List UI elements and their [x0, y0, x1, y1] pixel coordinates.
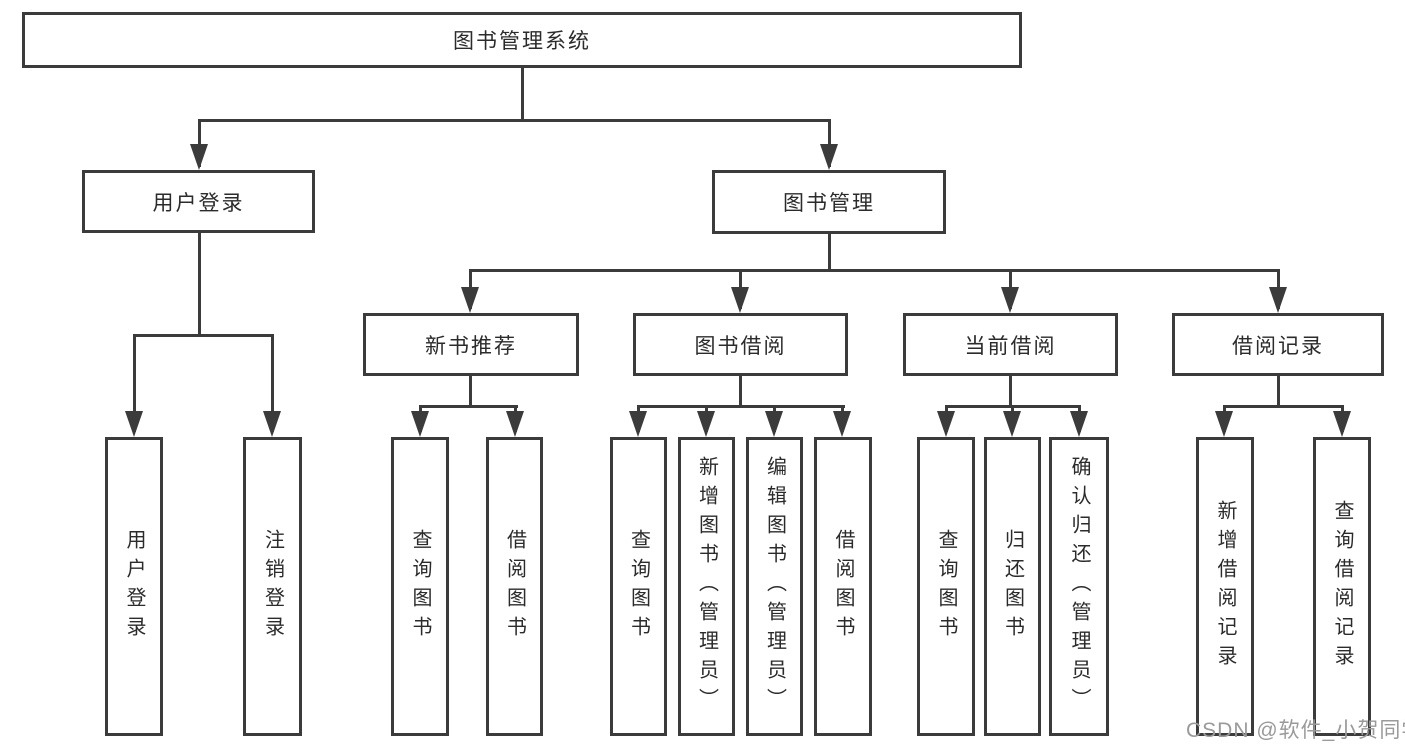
leaf-cb-query-books: 查询图书 [917, 437, 975, 736]
connector-book-rail [469, 269, 1280, 272]
node-book-mgmt: 图书管理 [712, 170, 946, 234]
arrow-to-borrow-records [1269, 287, 1287, 313]
arrow-to-cb-query [937, 411, 955, 437]
connector-shaft-logout [271, 334, 274, 432]
arrow-to-bb-query [629, 411, 647, 437]
leaf-cb-confirm-return-admin: 确认归还（管理员） [1049, 437, 1109, 736]
arrow-to-logout [263, 411, 281, 437]
arrow-to-cb-confirm [1070, 411, 1088, 437]
leaf-nb-borrow-books: 借阅图书 [486, 437, 543, 736]
arrow-to-user-login [190, 144, 208, 170]
arrow-to-bb-edit [765, 411, 783, 437]
arrow-to-current-borrow [1001, 287, 1019, 313]
connector-new-books-rail [419, 405, 518, 408]
leaf-bb-borrow-books: 借阅图书 [814, 437, 872, 736]
connector-root-rail [198, 119, 831, 122]
arrow-to-book-mgmt [820, 144, 838, 170]
node-new-books: 新书推荐 [363, 313, 579, 376]
node-current-borrow: 当前借阅 [903, 313, 1118, 376]
leaf-bb-edit-books-admin: 编辑图书（管理员） [746, 437, 803, 736]
leaf-br-add-record: 新增借阅记录 [1196, 437, 1254, 736]
leaf-cb-return-books: 归还图书 [984, 437, 1041, 736]
connector-book-borrow-rail [637, 405, 845, 408]
arrow-to-nb-query [411, 411, 429, 437]
node-book-borrow: 图书借阅 [633, 313, 848, 376]
arrow-to-cb-return [1003, 411, 1021, 437]
connector-user-stub [198, 233, 201, 336]
connector-book-borrow-stub [739, 376, 742, 407]
leaf-bb-add-books-admin: 新增图书（管理员） [678, 437, 735, 736]
connector-records-stub [1277, 376, 1280, 407]
csdn-watermark: CSDN @软件_小贺同学 [1186, 719, 1405, 742]
arrow-to-new-books [461, 287, 479, 313]
leaf-nb-query-books: 查询图书 [391, 437, 449, 736]
connector-user-rail [133, 334, 274, 337]
leaf-bb-query-books: 查询图书 [610, 437, 667, 736]
leaf-logout: 注销登录 [243, 437, 302, 736]
leaf-user-login: 用户登录 [105, 437, 163, 736]
leaf-br-query-record: 查询借阅记录 [1313, 437, 1371, 736]
connector-new-books-stub [469, 376, 472, 407]
arrow-to-nb-borrow [506, 411, 524, 437]
connector-records-rail [1223, 405, 1344, 408]
arrow-to-bb-borrow [833, 411, 851, 437]
node-root: 图书管理系统 [22, 12, 1022, 68]
connector-shaft-book-mgmt [828, 119, 831, 167]
arrow-to-br-add [1215, 411, 1233, 437]
arrow-to-br-query [1333, 411, 1351, 437]
arrow-to-bb-add [697, 411, 715, 437]
arrow-to-login [125, 411, 143, 437]
connector-book-stub [828, 234, 831, 271]
connector-shaft-login [133, 334, 136, 432]
connector-current-stub [1009, 376, 1012, 407]
connector-shaft-user-login [198, 119, 201, 167]
node-user-login: 用户登录 [82, 170, 315, 233]
arrow-to-book-borrow [731, 287, 749, 313]
connector-root-stub [521, 68, 524, 120]
node-borrow-records: 借阅记录 [1172, 313, 1384, 376]
